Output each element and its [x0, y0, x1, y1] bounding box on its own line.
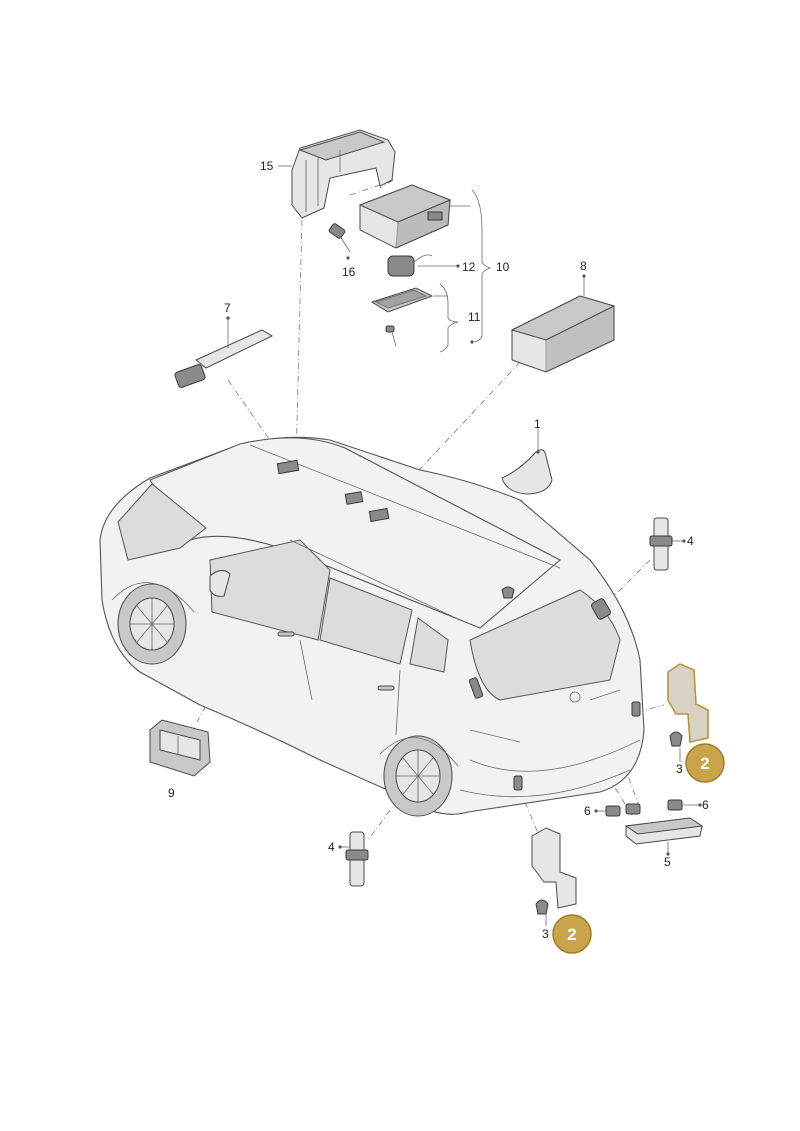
- callout-9: 9: [168, 786, 175, 800]
- callout-4-rear: 4: [687, 534, 694, 548]
- callout-6-left: 6: [584, 804, 591, 818]
- part-1-roof-antenna: [501, 428, 553, 495]
- callout-11: 11: [468, 310, 481, 324]
- callout-16: 16: [342, 265, 356, 279]
- callout-15: 15: [260, 159, 274, 173]
- part-9-keypad: [149, 719, 211, 777]
- part-6-clip-right: [667, 799, 702, 811]
- part-8-module-box: [510, 274, 616, 373]
- part-2-bracket-upper: [667, 663, 709, 762]
- callout-labels: 15 16 12 10 11 8 7 1 4 4 9 6 6 5 3 3: [168, 159, 709, 941]
- part-2-bracket-lower: [531, 827, 577, 926]
- part-11-module: [370, 287, 448, 347]
- callout-12: 12: [462, 260, 476, 274]
- part-6-clip-left: [594, 803, 641, 817]
- callout-3-lower: 3: [542, 927, 549, 941]
- badge-2-lower-label: 2: [567, 925, 576, 944]
- callout-5: 5: [664, 855, 671, 869]
- callout-6-right: 6: [702, 798, 709, 812]
- callout-8: 8: [580, 259, 587, 273]
- part-16-screw: [328, 223, 351, 260]
- callout-4-side: 4: [328, 840, 335, 854]
- callout-7: 7: [224, 301, 231, 315]
- part-4-sensor-rear: [649, 517, 686, 571]
- callout-3-upper: 3: [676, 762, 683, 776]
- part-15-mounting-bracket: [291, 129, 396, 219]
- badge-2-upper[interactable]: 2: [685, 743, 725, 783]
- part-7-antenna-strip: [174, 316, 274, 388]
- badge-2-lower[interactable]: 2: [552, 914, 592, 954]
- part-5-rear-sensor-bar: [624, 817, 704, 856]
- part-10-control-unit: [358, 184, 470, 249]
- vehicle-suv: [99, 436, 645, 817]
- callout-1: 1: [534, 417, 541, 431]
- group-brackets: [439, 189, 492, 353]
- part-4-sensor-side: [338, 831, 369, 887]
- callout-10: 10: [496, 260, 510, 274]
- badge-2-upper-label: 2: [700, 754, 709, 773]
- part-12-connector: [387, 254, 460, 277]
